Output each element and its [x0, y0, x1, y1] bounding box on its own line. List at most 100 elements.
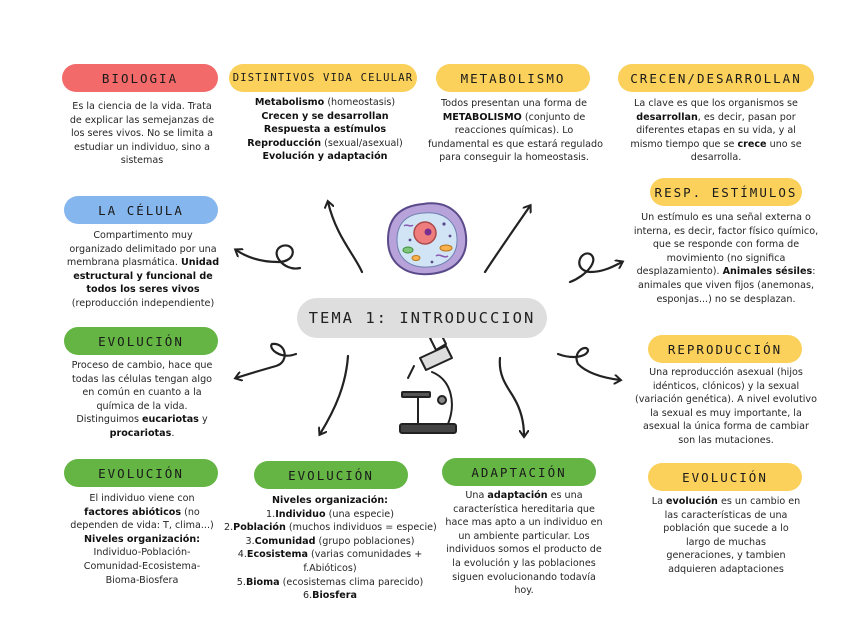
- bold-text: Unidad: [180, 257, 220, 269]
- biologia-title-pill: BIOLOGIA: [62, 64, 218, 92]
- estimulos-text: Un estímulo es una señal externa o intern…: [630, 211, 822, 306]
- crecen-title-pill: CRECEN/DESARROLLAN: [618, 64, 814, 92]
- text-line: fundamental es que estará regulado: [428, 138, 603, 152]
- metabolismo-title: METABOLISMO: [460, 70, 566, 86]
- text-segment: hace mas apto a un individuo en: [445, 517, 603, 529]
- text-segment: (no: [181, 506, 200, 518]
- bold-text: Biosfera: [312, 590, 357, 602]
- text-line: esponjas...) no se desplazan.: [630, 293, 822, 307]
- text-line: para conseguir la homeostasis.: [428, 151, 600, 165]
- text-segment: la evolución y las poblaciones: [452, 557, 596, 569]
- text-segment: característica hereditaria que: [453, 503, 595, 515]
- text-segment: (reproducción independiente): [71, 297, 215, 309]
- metabolismo-title-pill: METABOLISMO: [436, 64, 590, 92]
- text-line: química de la vida.: [62, 400, 222, 414]
- text-segment: Proceso de cambio, hace que: [71, 360, 213, 371]
- bold-text: Reproducción: [247, 137, 322, 149]
- text-line: idénticos, clónicos) y la sexual: [630, 380, 822, 394]
- bold-text: METABOLISMO: [442, 111, 522, 123]
- arrow-icon: [556, 346, 620, 380]
- text-line: todas las células tengan algo: [62, 373, 222, 387]
- microscope-icon: [399, 331, 457, 434]
- text-segment: , es decir, pasan por: [697, 111, 796, 123]
- text-line: movimiento (no significa: [630, 252, 822, 266]
- text-segment: Es la ciencia de la vida. Trata: [72, 101, 212, 112]
- evolucion-niveles-title-pill: EVOLUCIÓN: [254, 461, 408, 489]
- evolucion-niveles-text: Niveles organización:1.Individuo (una es…: [224, 494, 437, 603]
- text-line: procariotas.: [62, 427, 222, 441]
- text-segment: la sexual es muy importante, la: [650, 407, 802, 419]
- text-segment: Distinguimos: [76, 414, 143, 426]
- text-line: Reproducción (sexual/asexual): [235, 137, 415, 151]
- text-segment: (homeostasis): [324, 97, 396, 108]
- text-segment: La clave es que los organismos se: [634, 98, 798, 109]
- text-segment: (grupo poblaciones): [315, 535, 415, 547]
- celula-title: LA CÉLULA: [98, 202, 184, 218]
- text-segment: Un estímulo es una señal externa o: [641, 212, 811, 223]
- text-line: población que sucede a lo: [640, 522, 812, 536]
- text-segment: todas las células tengan algo: [71, 373, 213, 385]
- text-line: un ambiente particular. Los: [440, 530, 608, 544]
- text-line: Una adaptación es una: [440, 489, 608, 503]
- distintivos-text: Metabolismo (homeostasis)Crecen y se des…: [235, 96, 415, 164]
- text-segment: adquieren adaptaciones: [668, 563, 784, 575]
- text-line: La clave es que los organismos se: [628, 97, 804, 111]
- reproduccion-title-pill: REPRODUCCIÓN: [648, 335, 802, 363]
- estimulos-title-pill: RESP. ESTÍMULOS: [650, 178, 802, 206]
- adaptacion-title-pill: ADAPTACIÓN: [442, 458, 596, 486]
- text-segment: 5.: [236, 576, 246, 588]
- text-segment: animales que viven fijos (anemonas,: [637, 279, 815, 291]
- text-line: factores abióticos (no: [62, 506, 222, 520]
- text-line: diferentes etapas en su vida, y al: [628, 124, 804, 138]
- bold-text: procariotas: [109, 427, 172, 439]
- text-line: de explicar las semejanzas de: [62, 114, 222, 128]
- text-segment: (una especie): [325, 508, 394, 520]
- text-segment: población que sucede a lo: [663, 523, 789, 535]
- text-segment: Bioma-Biosfera: [105, 574, 179, 586]
- text-segment: es un cambio en: [717, 496, 801, 507]
- text-line: 1.Individuo (una especie): [224, 508, 436, 522]
- text-segment: interna, es decir, factor físico químico…: [633, 225, 819, 237]
- text-line: Individuo-Población-: [62, 546, 222, 560]
- text-line: interna, es decir, factor físico químico…: [630, 225, 822, 239]
- text-segment: mismo tiempo que se: [630, 138, 738, 150]
- text-line: siguen evolucionando todavía: [440, 571, 608, 585]
- evolucion-celular-text: Proceso de cambio, hace que todas las cél…: [62, 359, 222, 441]
- text-line: Niveles organización:: [62, 533, 222, 547]
- text-line: en común en cuanto a la: [62, 386, 222, 400]
- biologia-title: BIOLOGIA: [101, 70, 179, 86]
- bold-text: Bioma: [245, 576, 280, 588]
- arrow-icon: [568, 252, 622, 284]
- text-line: 6.Biosfera: [224, 589, 436, 603]
- text-segment: f.Abióticos): [303, 562, 357, 574]
- text-line: sistemas: [62, 154, 222, 168]
- text-line: El individuo viene con: [62, 492, 222, 506]
- text-segment: (conjunto de: [521, 111, 586, 123]
- text-segment: Una reproducción asexual (hijos: [649, 367, 803, 378]
- text-segment: esponjas...) no se desplazan.: [656, 293, 796, 305]
- text-segment: en común en cuanto a la: [82, 387, 202, 399]
- text-segment: (variación genética). A nivel evolutivo: [635, 394, 817, 406]
- text-line: 4.Ecosistema (varias comunidades +: [224, 548, 436, 562]
- evolucion-factores-title-pill: EVOLUCIÓN: [64, 459, 218, 487]
- text-line: f.Abióticos): [224, 562, 436, 576]
- text-segment: :: [812, 266, 816, 278]
- evolucion-factores-title: EVOLUCIÓN: [98, 465, 184, 481]
- text-line: desarrollan, es decir, pasan por: [628, 111, 804, 125]
- text-segment: generaciones, y tambien: [666, 550, 786, 562]
- text-segment: (muchos individuos = especie): [285, 522, 437, 534]
- text-line: organizado delimitado por una: [60, 243, 226, 257]
- text-line: Respuesta a estímulos: [235, 123, 415, 137]
- text-segment: organizado delimitado por una: [69, 243, 217, 255]
- bold-text: crece: [737, 138, 767, 150]
- arrow-icon: [483, 206, 530, 274]
- text-line: Crecen y se desarrollan: [235, 110, 415, 124]
- text-line: Una reproducción asexual (hijos: [630, 366, 822, 380]
- bold-text: Niveles organización:: [84, 533, 200, 545]
- text-segment: desplazamiento).: [636, 266, 723, 278]
- cell-illustration-icon: [386, 202, 468, 276]
- text-segment: son las mutaciones.: [678, 434, 774, 446]
